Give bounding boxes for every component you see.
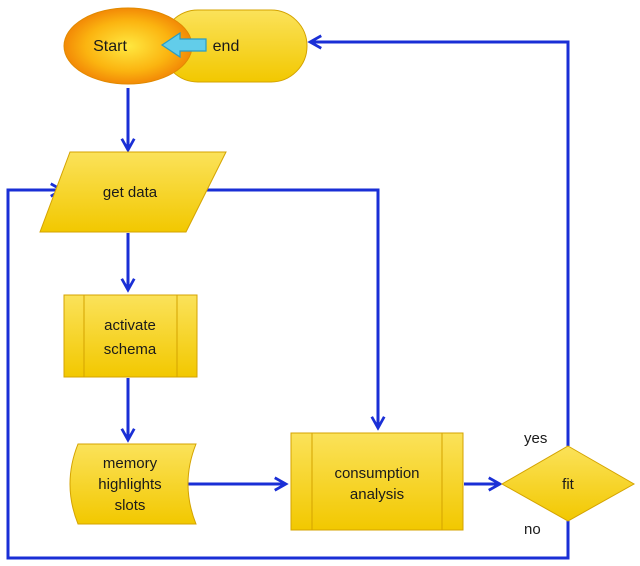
get-data-label: get data [103, 184, 158, 201]
fit-decision-node: fit [500, 445, 636, 522]
return-arrow-icon [160, 31, 207, 59]
end-terminator: end [161, 9, 308, 83]
yes-label: yes [524, 430, 547, 447]
memory-line1: memory [103, 455, 158, 472]
consumption-line2: analysis [350, 486, 404, 503]
activate-schema-line2: schema [104, 341, 157, 358]
consumption-analysis-node: consumption analysis [290, 432, 464, 531]
consumption-line1: consumption [334, 465, 419, 482]
end-label: end [213, 38, 240, 55]
memory-highlights-node: memory highlights slots [69, 443, 197, 525]
memory-line3: slots [115, 497, 146, 514]
no-label: no [524, 521, 541, 538]
activate-schema-node: activate schema [63, 294, 198, 378]
fit-label: fit [562, 476, 575, 493]
memory-line2: highlights [98, 476, 161, 493]
start-label: Start [93, 38, 127, 55]
edge-fit-yes-to-end [310, 42, 570, 446]
get-data-node: get data [39, 151, 227, 233]
activate-schema-line1: activate [104, 317, 156, 334]
edge-getdata-to-consumption [204, 188, 378, 428]
edge-fit-no-to-getdata [6, 190, 570, 560]
